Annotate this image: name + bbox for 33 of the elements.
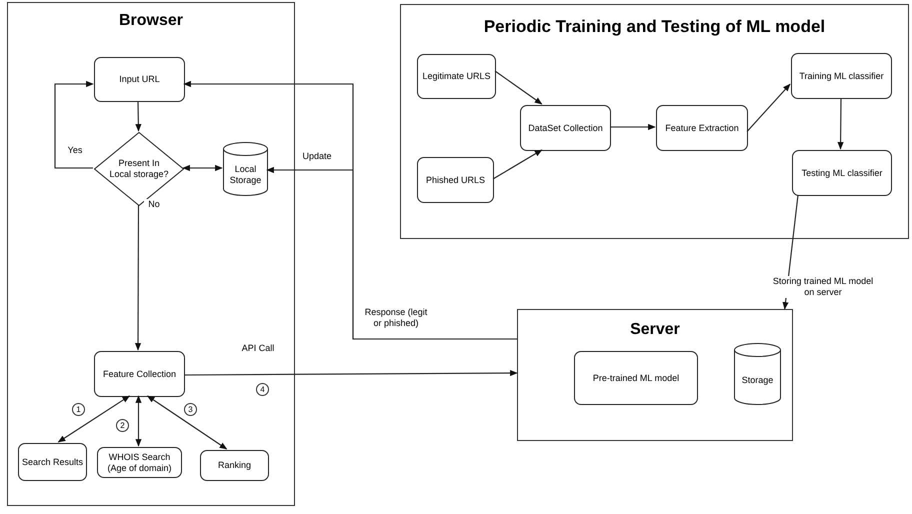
arrow (135, 395, 142, 447)
panel-title: Periodic Training and Testing of ML model (482, 16, 826, 38)
process-box: DataSet Collection (520, 105, 611, 151)
arrow (58, 396, 130, 442)
arrow (182, 164, 223, 172)
panel-title: Server (629, 320, 681, 340)
process-box: Feature Extraction (656, 105, 748, 151)
arrow (134, 205, 142, 351)
server-box (517, 309, 793, 441)
panel-title: Browser (118, 11, 184, 31)
process-box: Pre-trained ML model (574, 351, 698, 405)
arrow (746, 84, 791, 132)
process-box: Search Results (18, 443, 87, 481)
arrow (838, 98, 844, 150)
panel-box (7, 2, 295, 506)
arrow (135, 101, 142, 132)
process-box: Legitimate URLS (417, 54, 496, 99)
process-box: Ranking (200, 450, 269, 481)
process-box: Feature Collection (94, 351, 185, 397)
arrow (54, 80, 94, 169)
arrow (184, 370, 518, 376)
arrow (492, 150, 542, 180)
panel-box (400, 4, 909, 239)
process-box: Training ML classifier (791, 53, 892, 99)
arrow (610, 124, 656, 130)
arrow (494, 70, 542, 104)
process-box: WHOIS Search (Age of domain) (97, 447, 182, 478)
process-box: Testing ML classifier (792, 150, 892, 196)
storage-cylinder: Storage (734, 343, 781, 405)
arrow (146, 396, 228, 450)
storage-cylinder: Local Storage (223, 142, 268, 196)
process-box: Input URL (94, 57, 185, 102)
process-box: Phished URLS (417, 157, 494, 203)
